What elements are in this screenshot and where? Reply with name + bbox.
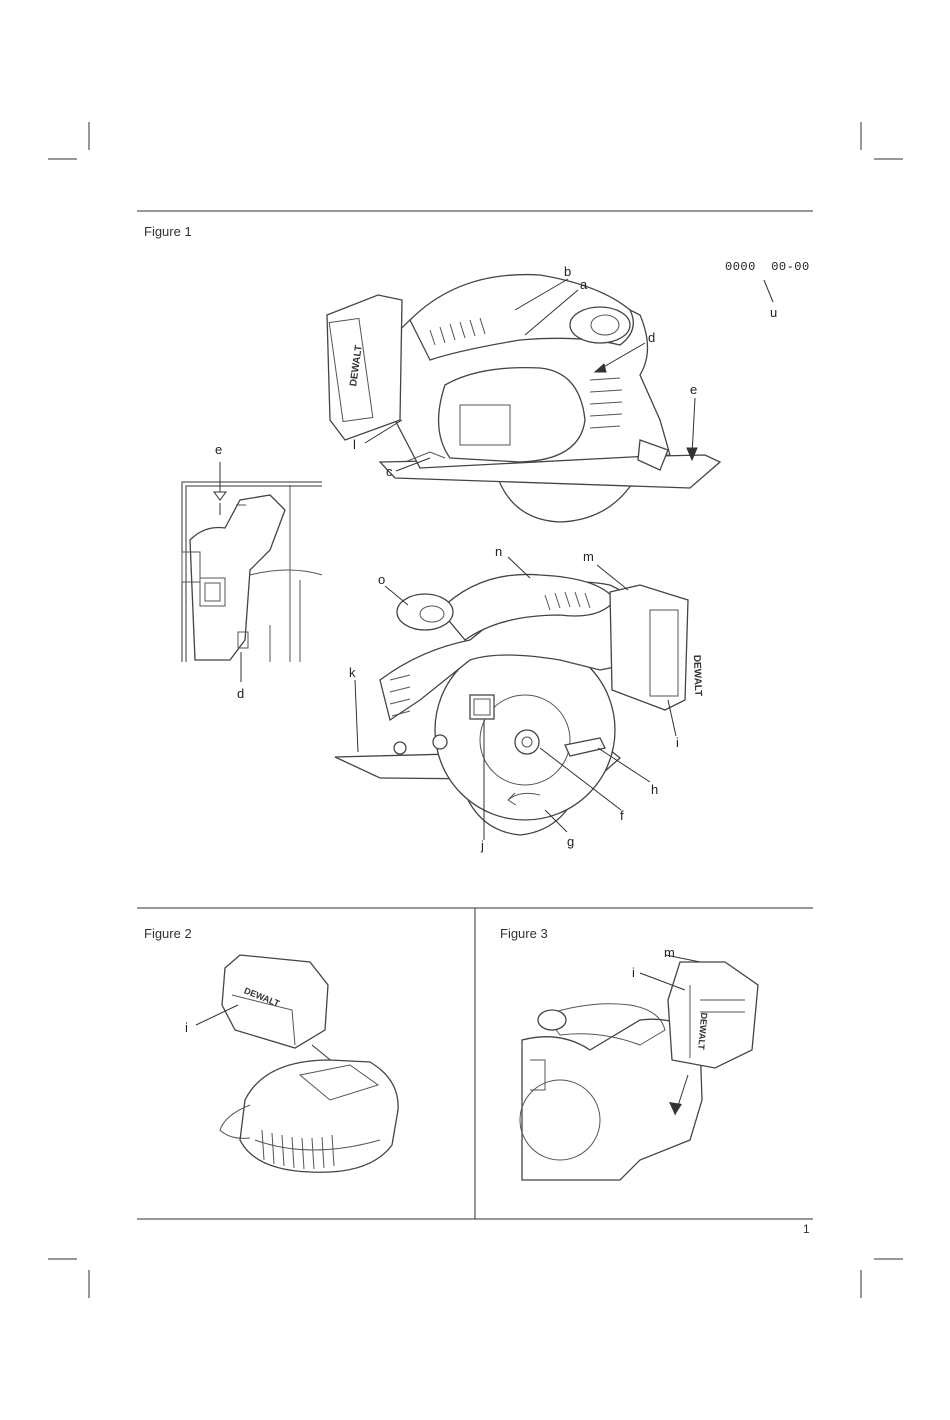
inset-detail [182, 462, 322, 682]
callout-o: o [378, 572, 385, 587]
callout-b: b [564, 264, 571, 279]
saw-illustration-bottom: DEWALT [335, 574, 703, 835]
figure-2-label: Figure 2 [144, 926, 192, 941]
callout-i-fig2: i [185, 1020, 188, 1035]
callout-d-inset: d [237, 686, 244, 701]
callout-e-inset: e [215, 442, 222, 457]
callout-u: u [770, 305, 777, 320]
callout-d: d [648, 330, 655, 345]
callout-i: i [676, 735, 679, 750]
figure-3-illustration: DEWALT [520, 962, 758, 1180]
callout-n: n [495, 544, 502, 559]
callout-f: f [620, 808, 624, 823]
callout-g: g [567, 834, 574, 849]
model-code: 0000 00-00 [725, 260, 810, 274]
callout-e: e [690, 382, 697, 397]
callout-i-fig3: i [632, 965, 635, 980]
figure-2-illustration: DEWALT [220, 955, 398, 1172]
callout-a: a [580, 277, 587, 292]
callout-c: c [386, 464, 393, 479]
svg-text:DEWALT: DEWALT [691, 655, 703, 697]
figure-1-label: Figure 1 [144, 224, 192, 239]
callout-j: j [481, 838, 484, 853]
callout-m-fig3: m [664, 945, 675, 960]
figure-3-label: Figure 3 [500, 926, 548, 941]
callout-m: m [583, 549, 594, 564]
callout-k: k [349, 665, 356, 680]
callout-l: l [353, 437, 356, 452]
saw-illustration-top: DEWALT [327, 275, 720, 522]
callout-h: h [651, 782, 658, 797]
page-number: 1 [803, 1222, 810, 1236]
